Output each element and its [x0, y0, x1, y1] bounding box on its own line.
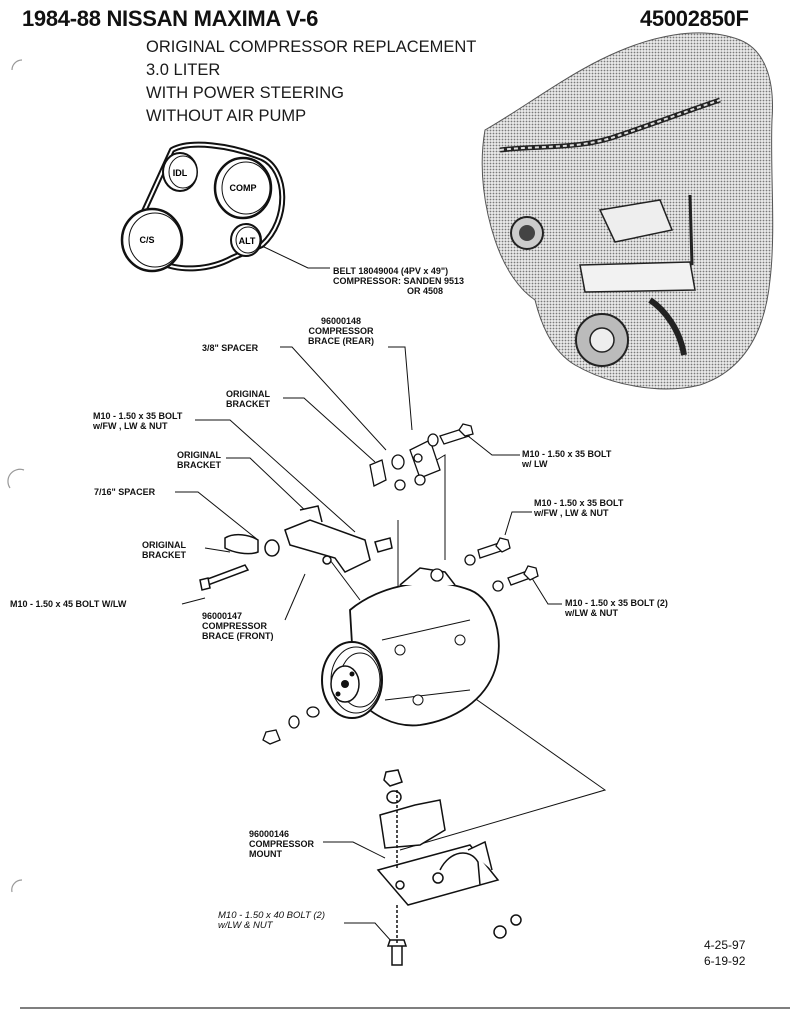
callout-bolt-40: M10 - 1.50 x 40 BOLT (2) w/LW & NUT — [218, 911, 325, 931]
pulley-alternator — [230, 223, 262, 257]
callout-bolt-lw-right: M10 - 1.50 x 35 BOLT w/ LW — [522, 449, 611, 469]
subtitle-line: 3.0 LITER — [146, 61, 221, 79]
callout-bolt-2-right: M10 - 1.50 x 35 BOLT (2) w/LW & NUT — [565, 598, 668, 618]
callout-brace-rear: 96000148 COMPRESSOR BRACE (REAR) — [308, 316, 374, 346]
label-line: w/FW , LW & NUT — [534, 508, 609, 518]
compressor-model: COMPRESSOR: SANDEN 9513 — [333, 276, 465, 286]
label-line: ORIGINAL — [142, 540, 186, 550]
pulley-idler — [162, 152, 198, 192]
leader-line — [261, 245, 330, 269]
label-line: COMPRESSOR — [308, 326, 374, 336]
subtitle-line: ORIGINAL COMPRESSOR REPLACEMENT — [146, 38, 477, 56]
label-line: M10 - 1.50 x 35 BOLT — [93, 411, 183, 421]
punch-hole — [11, 879, 23, 893]
callout-bolt-45: M10 - 1.50 x 45 BOLT W/LW — [10, 599, 127, 609]
pulley-crankshaft — [120, 207, 184, 273]
callout-original-bracket-2: ORIGINAL BRACKET — [177, 450, 221, 470]
callout-original-bracket-3: ORIGINAL BRACKET — [142, 540, 186, 560]
label-line: w/LW & NUT — [565, 608, 618, 618]
label-line: M10 - 1.50 x 40 BOLT (2) — [218, 910, 326, 921]
engine-photo — [481, 32, 774, 390]
compressor-model-alt: OR 4508 — [407, 286, 444, 296]
compressor — [321, 567, 500, 727]
label-line: COMPRESSOR — [202, 621, 268, 631]
subtitle-line: WITH POWER STEERING — [146, 84, 344, 102]
revision-dates: 4-25-97 6-19-92 — [704, 937, 745, 969]
subtitle-line: WITHOUT AIR PUMP — [146, 107, 307, 125]
pulley-label-compressor: COMP — [230, 183, 257, 193]
callout-brace-front: 96000147 COMPRESSOR BRACE (FRONT) — [202, 611, 274, 641]
subtitle: ORIGINAL COMPRESSOR REPLACEMENT 3.0 LITE… — [146, 36, 476, 128]
pulley-compressor — [213, 156, 273, 220]
compressor-bottom-hardware — [262, 706, 320, 745]
label-line: BRACKET — [226, 399, 270, 409]
page-title: 1984-88 NISSAN MAXIMA V-6 — [22, 6, 319, 31]
callout-mount: 96000146 COMPRESSOR MOUNT — [249, 829, 314, 859]
label-line: MOUNT — [249, 849, 282, 859]
label-line: 96000148 — [320, 316, 362, 326]
revision-date: 4-25-97 — [704, 938, 746, 952]
label-line: BRACKET — [142, 550, 186, 560]
original-date: 6-19-92 — [704, 954, 746, 968]
pulley-label-crankshaft: C/S — [139, 235, 154, 245]
label-line: 96000147 — [202, 611, 243, 621]
label-line: COMPRESSOR — [249, 839, 315, 849]
label-line: BRACE (FRONT) — [202, 631, 274, 641]
rear-brace-hardware — [369, 423, 474, 491]
belt-part-number: BELT 18049004 (4PV x 49") — [333, 266, 449, 276]
label-line: M10 - 1.50 x 35 BOLT (2) — [565, 598, 668, 608]
part-number: 45002850F — [640, 6, 749, 31]
label-line: w/LW & NUT — [218, 920, 273, 931]
callout-original-bracket-1: ORIGINAL BRACKET — [226, 389, 270, 409]
label-line: w/FW , LW & NUT — [93, 421, 168, 431]
compressor-mount — [376, 769, 522, 966]
pulley-label-idler: IDL — [173, 168, 188, 178]
belt-routing-diagram: IDL COMP C/S ALT — [120, 141, 330, 273]
punch-hole — [11, 59, 23, 71]
pulley-label-alternator: ALT — [239, 236, 256, 246]
label-line: BRACKET — [177, 460, 221, 470]
label-line: 96000146 — [249, 829, 290, 839]
front-brace — [199, 505, 393, 591]
callout-spacer-7-16: 7/16" SPACER — [94, 487, 156, 497]
belt-callout: BELT 18049004 (4PV x 49") COMPRESSOR: SA… — [333, 266, 464, 296]
label-line: BRACE (REAR) — [308, 336, 374, 346]
callout-spacer-3-8: 3/8" SPACER — [202, 343, 259, 353]
label-line: M10 - 1.50 x 35 BOLT — [534, 498, 624, 508]
callout-bolt-fw-lw-nut-left: M10 - 1.50 x 35 BOLT w/FW , LW & NUT — [93, 411, 182, 431]
label-line: ORIGINAL — [226, 389, 270, 399]
punch-hole — [7, 468, 25, 489]
label-line: w/ LW — [522, 459, 548, 469]
label-line: M10 - 1.50 x 35 BOLT — [522, 449, 612, 459]
label-line: ORIGINAL — [177, 450, 221, 460]
leader-lines — [175, 346, 607, 943]
callout-bolt-fw-lw-nut-right: M10 - 1.50 x 35 BOLT w/FW , LW & NUT — [534, 498, 623, 518]
